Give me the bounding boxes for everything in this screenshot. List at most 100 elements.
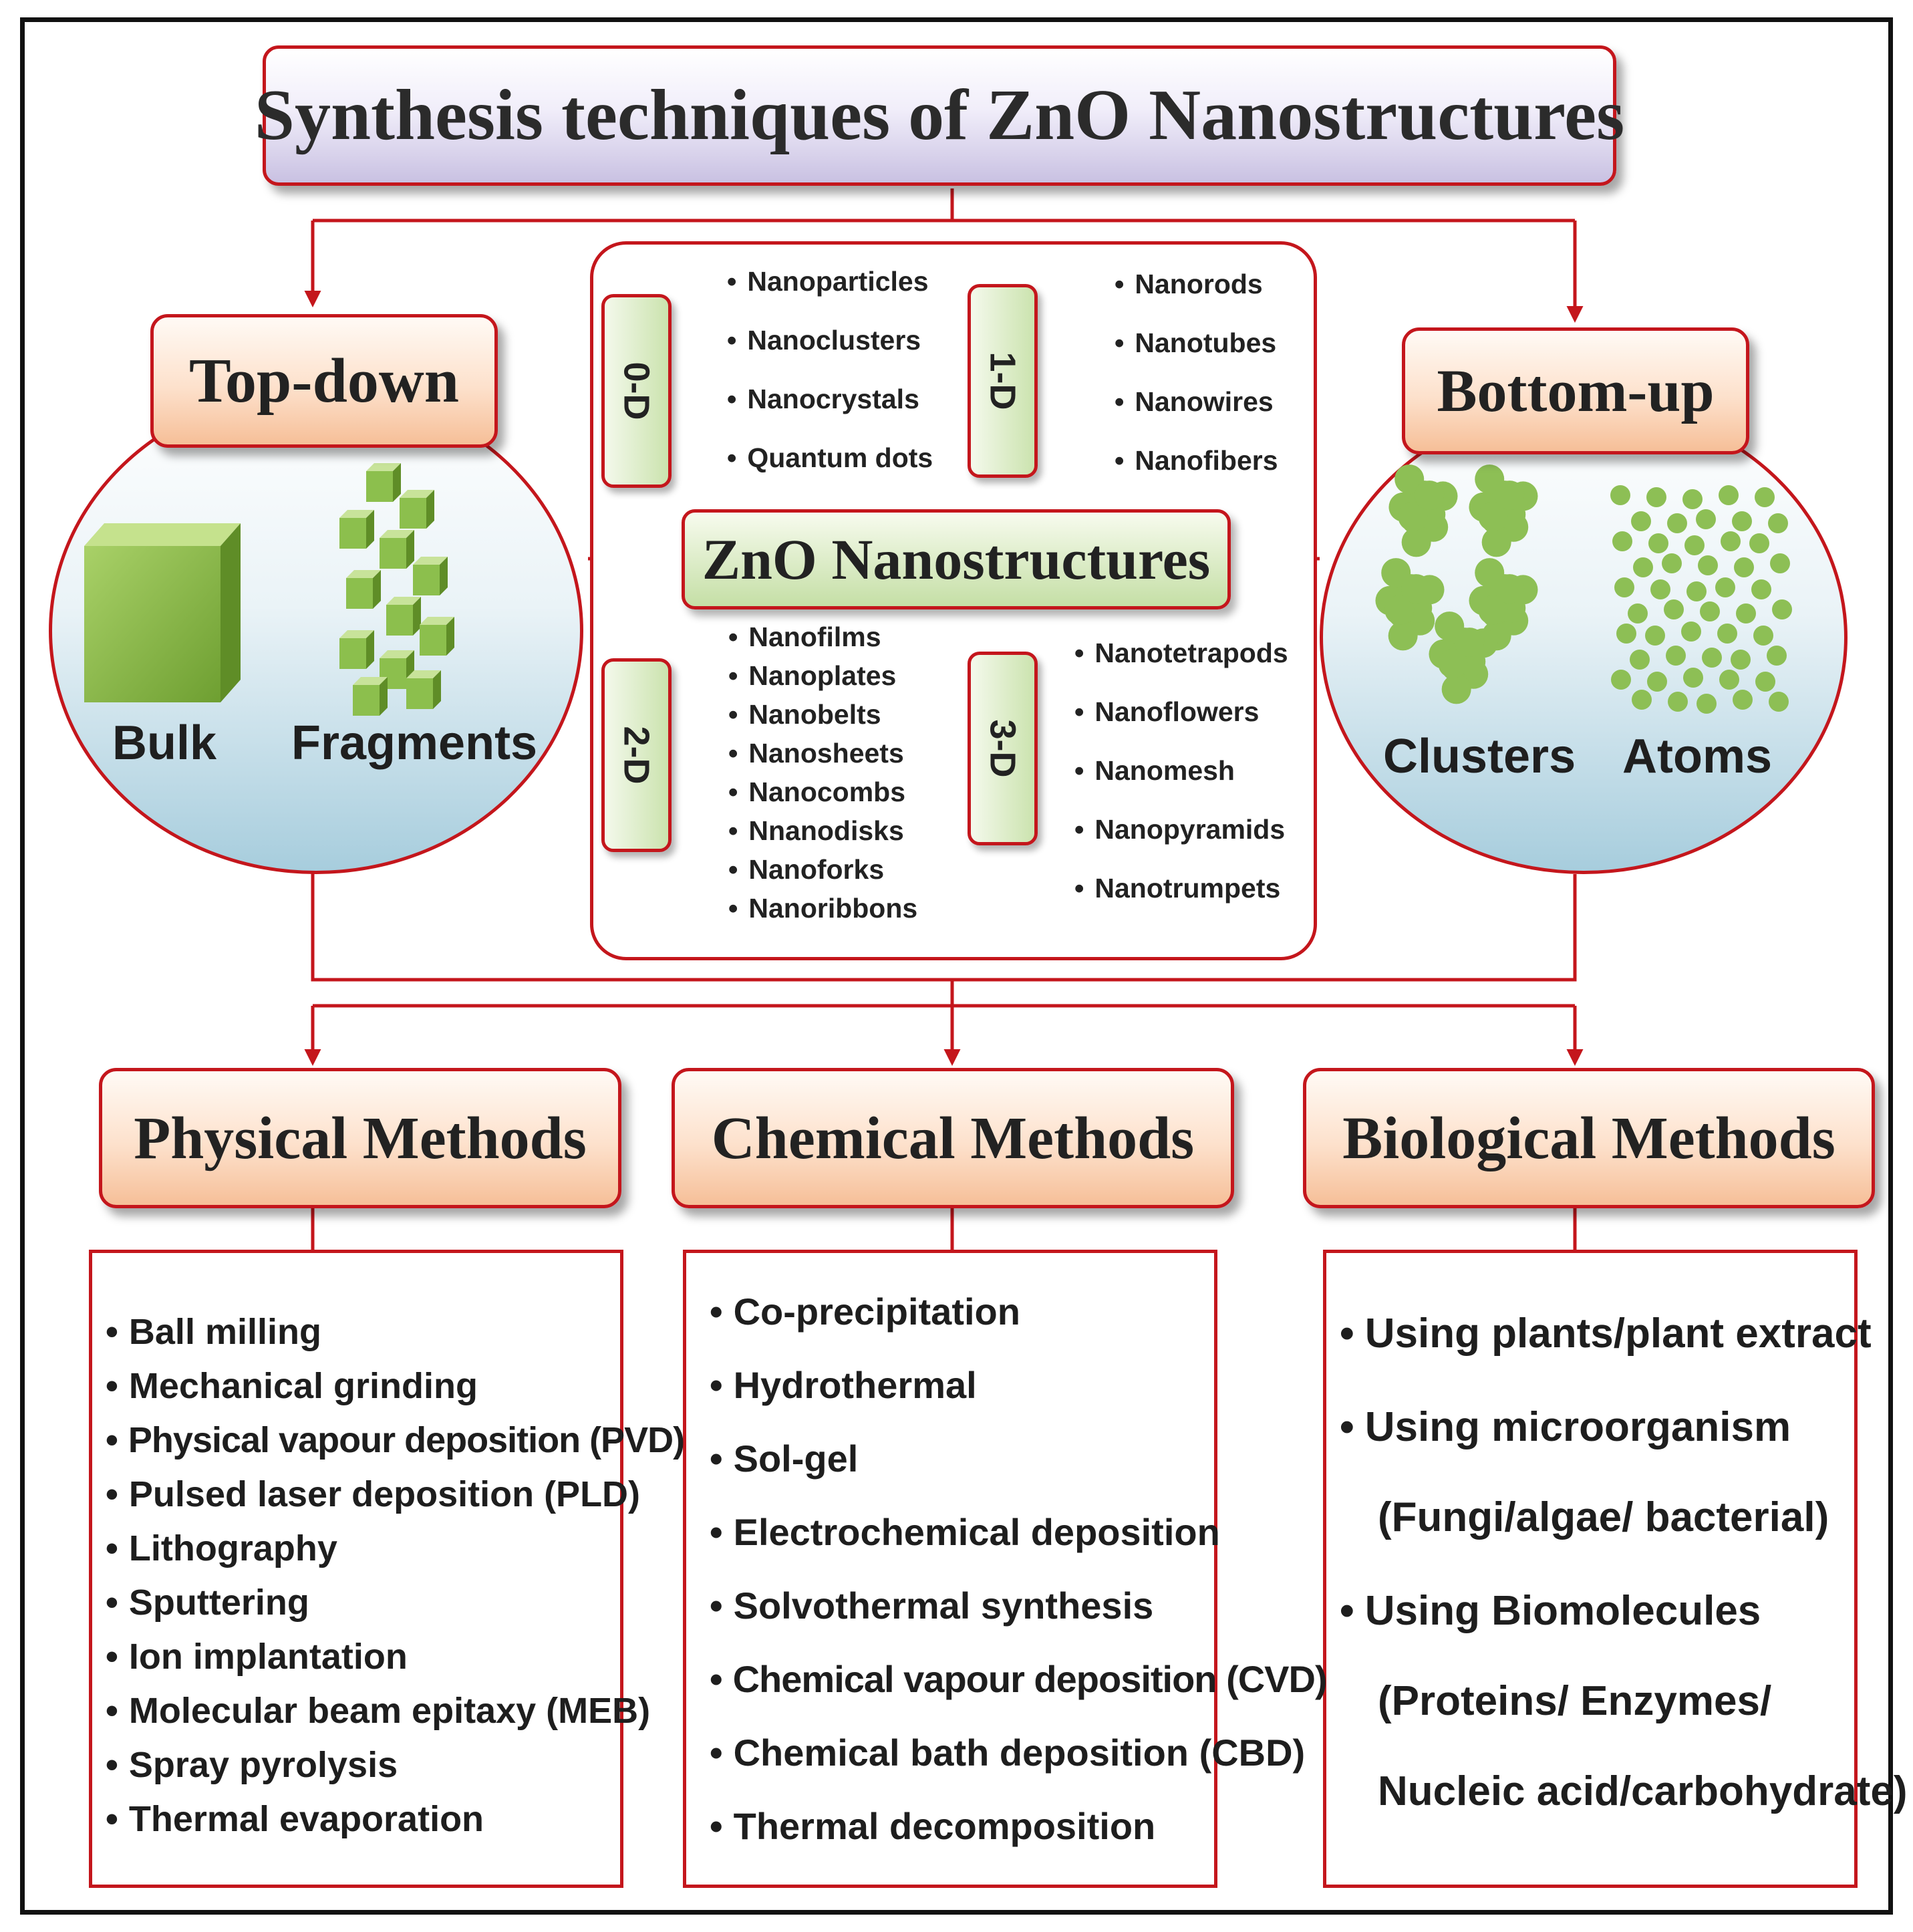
atom-dot [1667,513,1687,533]
cluster-dot [1388,621,1418,651]
list-item: Sol-gel [710,1437,859,1480]
atom-dot [1769,692,1789,712]
fragment-blocks [339,463,454,716]
atom-dot [1611,670,1631,690]
atom-dot [1698,555,1718,575]
list-item: Nanoribbons [728,893,917,924]
atom-dot [1719,485,1739,505]
cluster-dot [1481,527,1511,557]
bottom-up-label: Bottom-up [1437,358,1715,424]
atom-dot [1749,533,1769,553]
atom-dot [1755,487,1775,507]
atom-dot [1732,511,1752,531]
atom-dot [1614,577,1634,597]
atom-dot [1631,511,1651,531]
atom-dot [1719,670,1739,690]
zno-nanostructures-box: ZnO Nanostructures [682,509,1231,609]
tag-1d: 1-D [968,284,1038,478]
bottom-up-illustration [1375,464,1792,714]
bottom-up-bubble: Clusters Atoms [1320,401,1848,874]
list-item: Electrochemical deposition [710,1510,1220,1554]
fragment-cubelet [366,463,401,502]
list-item: Solvothermal synthesis [710,1584,1154,1627]
tag-0d: 0-D [601,294,672,488]
atom-dot [1664,599,1684,619]
tag-2d: 2-D [601,658,672,852]
methods-branch-line [313,980,1575,1008]
atom-dot [1686,581,1707,601]
list-item: Nanofilms [728,622,881,653]
list-item: Nanoforks [728,854,884,885]
fragment-cubelet [353,677,388,716]
list-item: Hydrothermal [710,1363,977,1407]
atom-dot [1628,603,1648,624]
atom-dot [1734,557,1754,577]
fragment-cubelet [380,530,414,569]
list-item: Quantum dots [727,442,933,474]
atom-dot [1733,690,1753,710]
list-item-continuation: Nucleic acid/carbohydrate) [1378,1768,1908,1814]
list-item-continuation: (Fungi/algae/ bacterial) [1378,1494,1829,1540]
chemical-methods-list [683,1250,1217,1888]
atom-dot [1682,489,1703,509]
list-item: Lithography [106,1528,337,1569]
cluster-dots [1375,464,1538,704]
physical-methods-box: Physical Methods [99,1068,621,1208]
bottom-collector-line [311,869,1577,982]
atom-dot [1646,487,1666,507]
cluster-dot [1475,558,1505,588]
cluster-dot [1478,595,1508,625]
atom-dot [1696,509,1716,529]
chemical-methods-box: Chemical Methods [672,1068,1234,1208]
atoms-caption: Atoms [1622,730,1773,783]
list-item: Spray pyrolysis [106,1744,398,1786]
list-item: Nanoplates [728,660,896,692]
list-item: Nanobelts [728,699,881,730]
cluster-dot [1438,648,1468,678]
list-item: Using microorganism [1340,1403,1791,1451]
fragment-cubelet [420,617,454,656]
cluster-dot [1401,574,1431,604]
fragment-cubelet [339,630,374,669]
cluster-dot [1381,558,1411,588]
list-item: Nanocombs [728,777,905,808]
atom-dot [1770,553,1790,573]
atom-dot [1630,650,1650,670]
fragment-cubelet [346,570,381,609]
cluster-dot [1401,527,1431,557]
atom-dot [1648,533,1668,553]
list-item: Thermal evaporation [106,1798,484,1840]
list-item: Nanomesh [1074,755,1235,787]
fragment-cubelet [386,597,421,636]
top-down-box: Top-down [150,314,498,448]
list-item: Nanorods [1115,269,1262,300]
physical-methods-label: Physical Methods [134,1105,587,1171]
list-item: Nanoparticles [727,266,928,297]
fragment-cubelet [406,670,441,709]
cluster-dot [1495,480,1525,511]
list-item: Sputtering [106,1582,309,1623]
atom-dot [1751,579,1771,599]
atom-dot [1681,622,1701,642]
atom-dot [1767,646,1787,666]
list-item: Pulsed laser deposition (PLD) [106,1474,640,1515]
fragment-cubelet [413,557,448,595]
top-branch-line [313,188,1575,223]
fragments-caption: Fragments [291,716,538,770]
atom-dot [1645,626,1665,646]
list-item: Nanotubes [1115,327,1276,359]
cluster-dot [1455,628,1485,658]
atom-dot [1731,650,1751,670]
atom-dot [1736,603,1756,624]
atom-dot [1666,646,1686,666]
top-down-bubble: Bulk Fragments [49,388,583,874]
list-item: Nanopyramids [1074,814,1285,845]
list-item: Ion implantation [106,1636,408,1677]
tag-3d-label: 3-D [982,719,1023,778]
atom-dot [1755,672,1775,692]
bottom-up-box: Bottom-up [1402,327,1749,454]
list-item: Chemical bath deposition (CBD) [710,1731,1306,1774]
list-item: Nanowires [1115,386,1273,418]
list-item: Using Biomolecules [1340,1587,1761,1635]
biological-methods-box: Biological Methods [1303,1068,1875,1208]
